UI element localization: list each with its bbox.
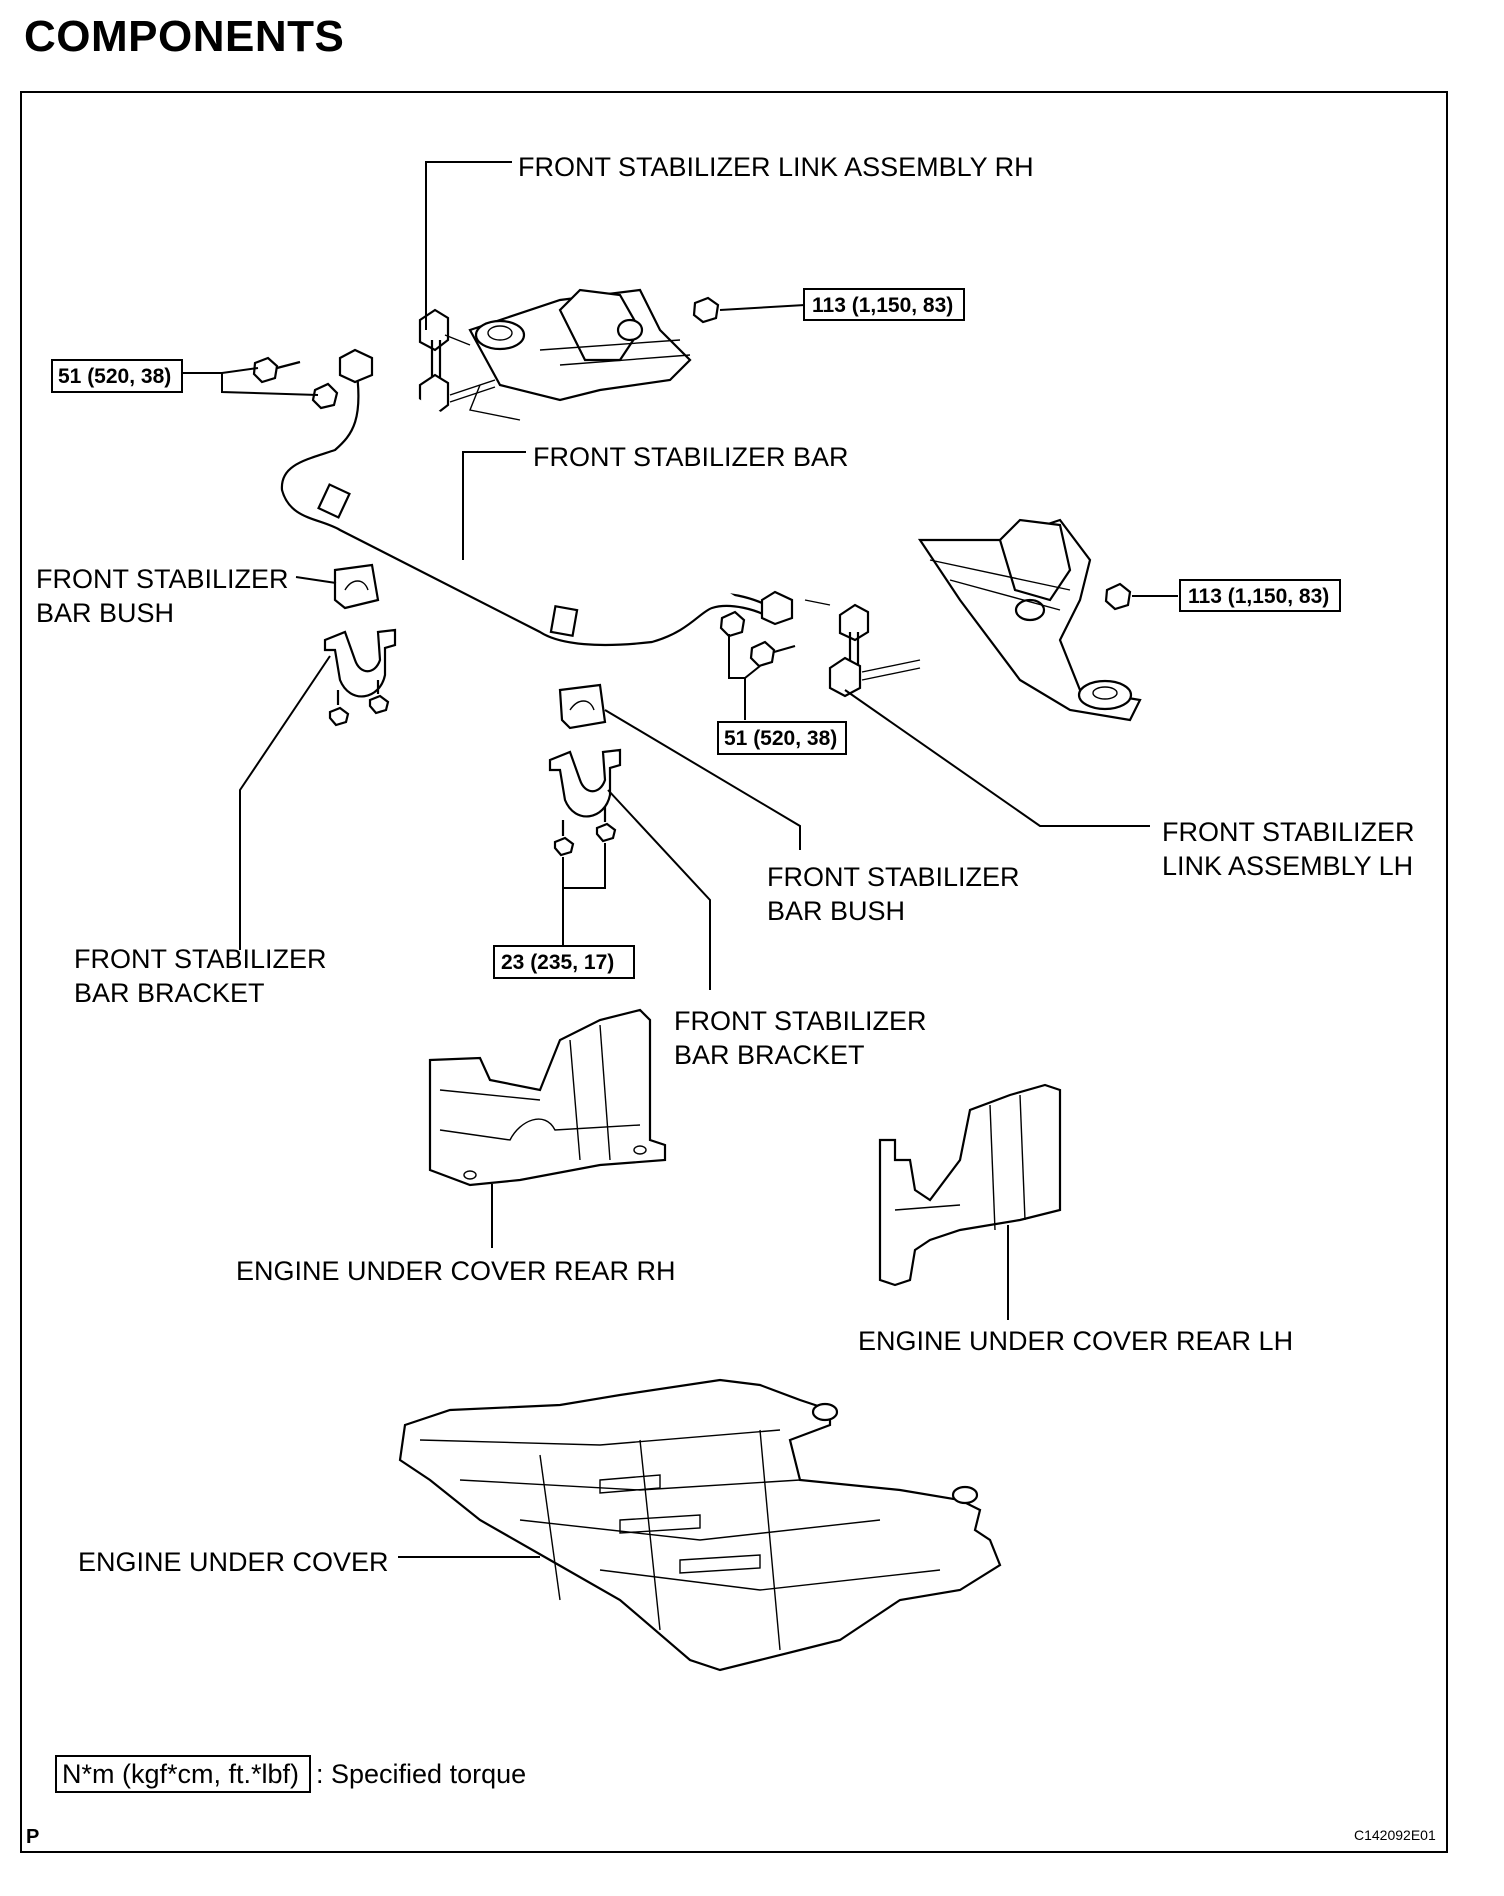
leader-lines [182, 161, 1150, 1558]
nut-lh-icon [1104, 582, 1178, 611]
label-bracket-mid-line1: FRONT STABILIZER [674, 1006, 927, 1036]
engine-under-cover [398, 1378, 1002, 1672]
torque-nut-rh: 113 (1,150, 83) [812, 294, 953, 317]
bar-bracket-left [323, 628, 397, 727]
label-bracket-mid-line2: BAR BRACKET [674, 1040, 865, 1070]
torque-link-bolt-rh: 51 (520, 38) [58, 365, 171, 388]
label-link-rh: FRONT STABILIZER LINK ASSEMBLY RH [518, 152, 1034, 182]
label-link-lh-line1: FRONT STABILIZER [1162, 817, 1415, 847]
front-stabilizer-bar [280, 348, 794, 647]
lh-knuckle-illustration [917, 518, 1142, 722]
bar-bush-left [333, 563, 380, 610]
label-bush-mid-line2: BAR BUSH [767, 896, 905, 926]
torque-box-link-bolt-rh: 51 (520, 38) [51, 359, 183, 393]
diagram-frame [20, 91, 1448, 1853]
bar-bracket-mid [548, 748, 622, 857]
torque-box-link-bolt-lh: 51 (520, 38) [717, 721, 847, 755]
bar-bush-mid [558, 683, 607, 730]
label-bush-mid-line1: FRONT STABILIZER [767, 862, 1020, 892]
torque-box-nut-rh: 113 (1,150, 83) [803, 288, 965, 321]
torque-bracket-bolts: 23 (235, 17) [501, 951, 614, 974]
label-bush-left-line2: BAR BUSH [36, 598, 174, 628]
engine-under-cover-rear-rh [428, 1008, 667, 1187]
page-title: COMPONENTS [24, 12, 345, 61]
bolt-rh-icon [252, 356, 339, 410]
corner-mark: P [26, 1826, 39, 1848]
front-stabilizer-link-lh [804, 599, 921, 698]
figure-code: C142092E01 [1354, 1827, 1436, 1843]
label-stabilizer-bar: FRONT STABILIZER BAR [533, 442, 849, 472]
label-under-cover: ENGINE UNDER COVER [78, 1547, 389, 1577]
torque-link-bolt-lh: 51 (520, 38) [724, 727, 837, 750]
torque-box-bracket-bolts: 23 (235, 17) [493, 945, 635, 979]
legend-text: : Specified torque [316, 1759, 526, 1789]
torque-box-nut-lh: 113 (1,150, 83) [1179, 579, 1341, 612]
label-bush-left-line1: FRONT STABILIZER [36, 564, 289, 594]
legend-unit-box: N*m (kgf*cm, ft.*lbf) [62, 1759, 299, 1789]
engine-under-cover-rear-lh [878, 1083, 1062, 1287]
label-link-lh-line2: LINK ASSEMBLY LH [1162, 851, 1413, 881]
label-bracket-left-line1: FRONT STABILIZER [74, 944, 327, 974]
rh-knuckle-illustration [468, 288, 692, 421]
label-cover-rear-rh: ENGINE UNDER COVER REAR RH [236, 1256, 676, 1286]
label-cover-rear-lh: ENGINE UNDER COVER REAR LH [858, 1326, 1293, 1356]
label-bracket-left-line2: BAR BRACKET [74, 978, 265, 1008]
torque-nut-lh: 113 (1,150, 83) [1188, 585, 1329, 608]
legend: N*m (kgf*cm, ft.*lbf) : Specified torque [55, 1755, 526, 1793]
bolt-lh-icon [719, 610, 796, 668]
nut-rh-icon [692, 296, 806, 324]
